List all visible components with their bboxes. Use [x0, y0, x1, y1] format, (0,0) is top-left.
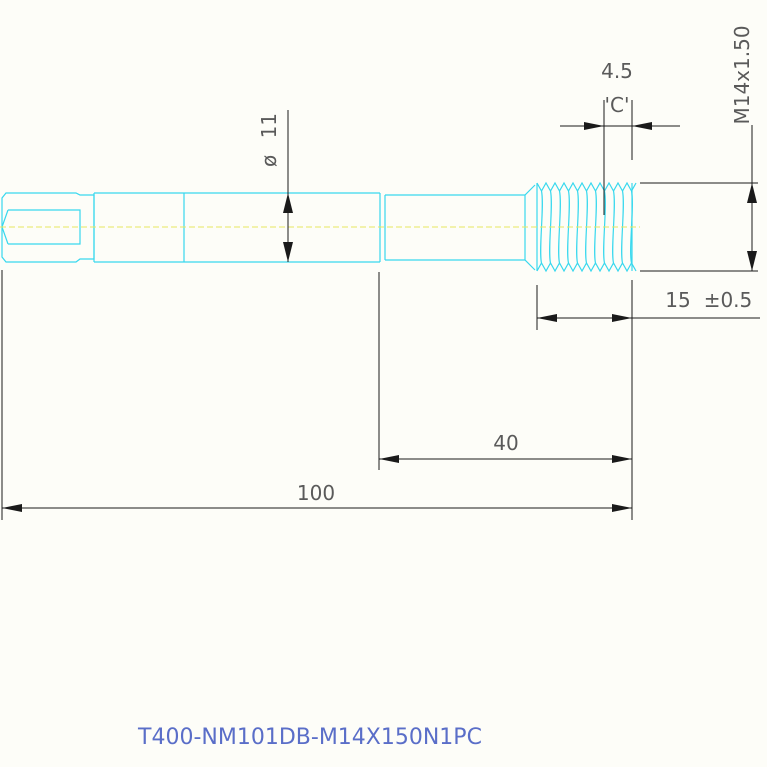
diameter-symbol: ø [257, 155, 281, 167]
pitch-label: 4.5 [601, 59, 633, 83]
length-40-label: 40 [493, 431, 518, 455]
diameter-label: ø 11 [257, 113, 281, 167]
thread-crest-top [536, 181, 637, 193]
thread-spec-label: M14x1.50 [730, 25, 754, 124]
shaft-main-body [94, 192, 380, 263]
length-100-label: 100 [297, 481, 335, 505]
diameter-value: 11 [257, 113, 281, 138]
pitch-arrow-right [632, 122, 652, 130]
thread-length-label: 15 [665, 288, 690, 312]
dimension-labels: ø 11 4.5 'C' M14x1.50 15 ±0.5 40 100 [257, 25, 754, 505]
pitch-arrow-left [584, 122, 604, 130]
thread-dia-arrow-bottom [747, 251, 757, 271]
dimension-lines [1, 100, 760, 520]
thread-dia-arrow-top [747, 183, 757, 203]
len100-arrow-right [612, 504, 632, 512]
thread-crest-bottom [536, 261, 637, 273]
thread-len-arrow-right [612, 314, 632, 322]
thread-len-arrow-left [537, 314, 557, 322]
len40-arrow-left [379, 455, 399, 463]
diameter-arrow-top [283, 193, 293, 213]
part-number: T400-NM101DB-M14X150N1PC [137, 725, 482, 750]
section-label: 'C' [605, 93, 630, 117]
len40-arrow-right [612, 455, 632, 463]
diameter-arrow-bottom [283, 242, 293, 262]
thread-tolerance-label: ±0.5 [704, 288, 753, 312]
shaft-outline [0, 181, 640, 273]
len100-arrow-left [2, 504, 22, 512]
